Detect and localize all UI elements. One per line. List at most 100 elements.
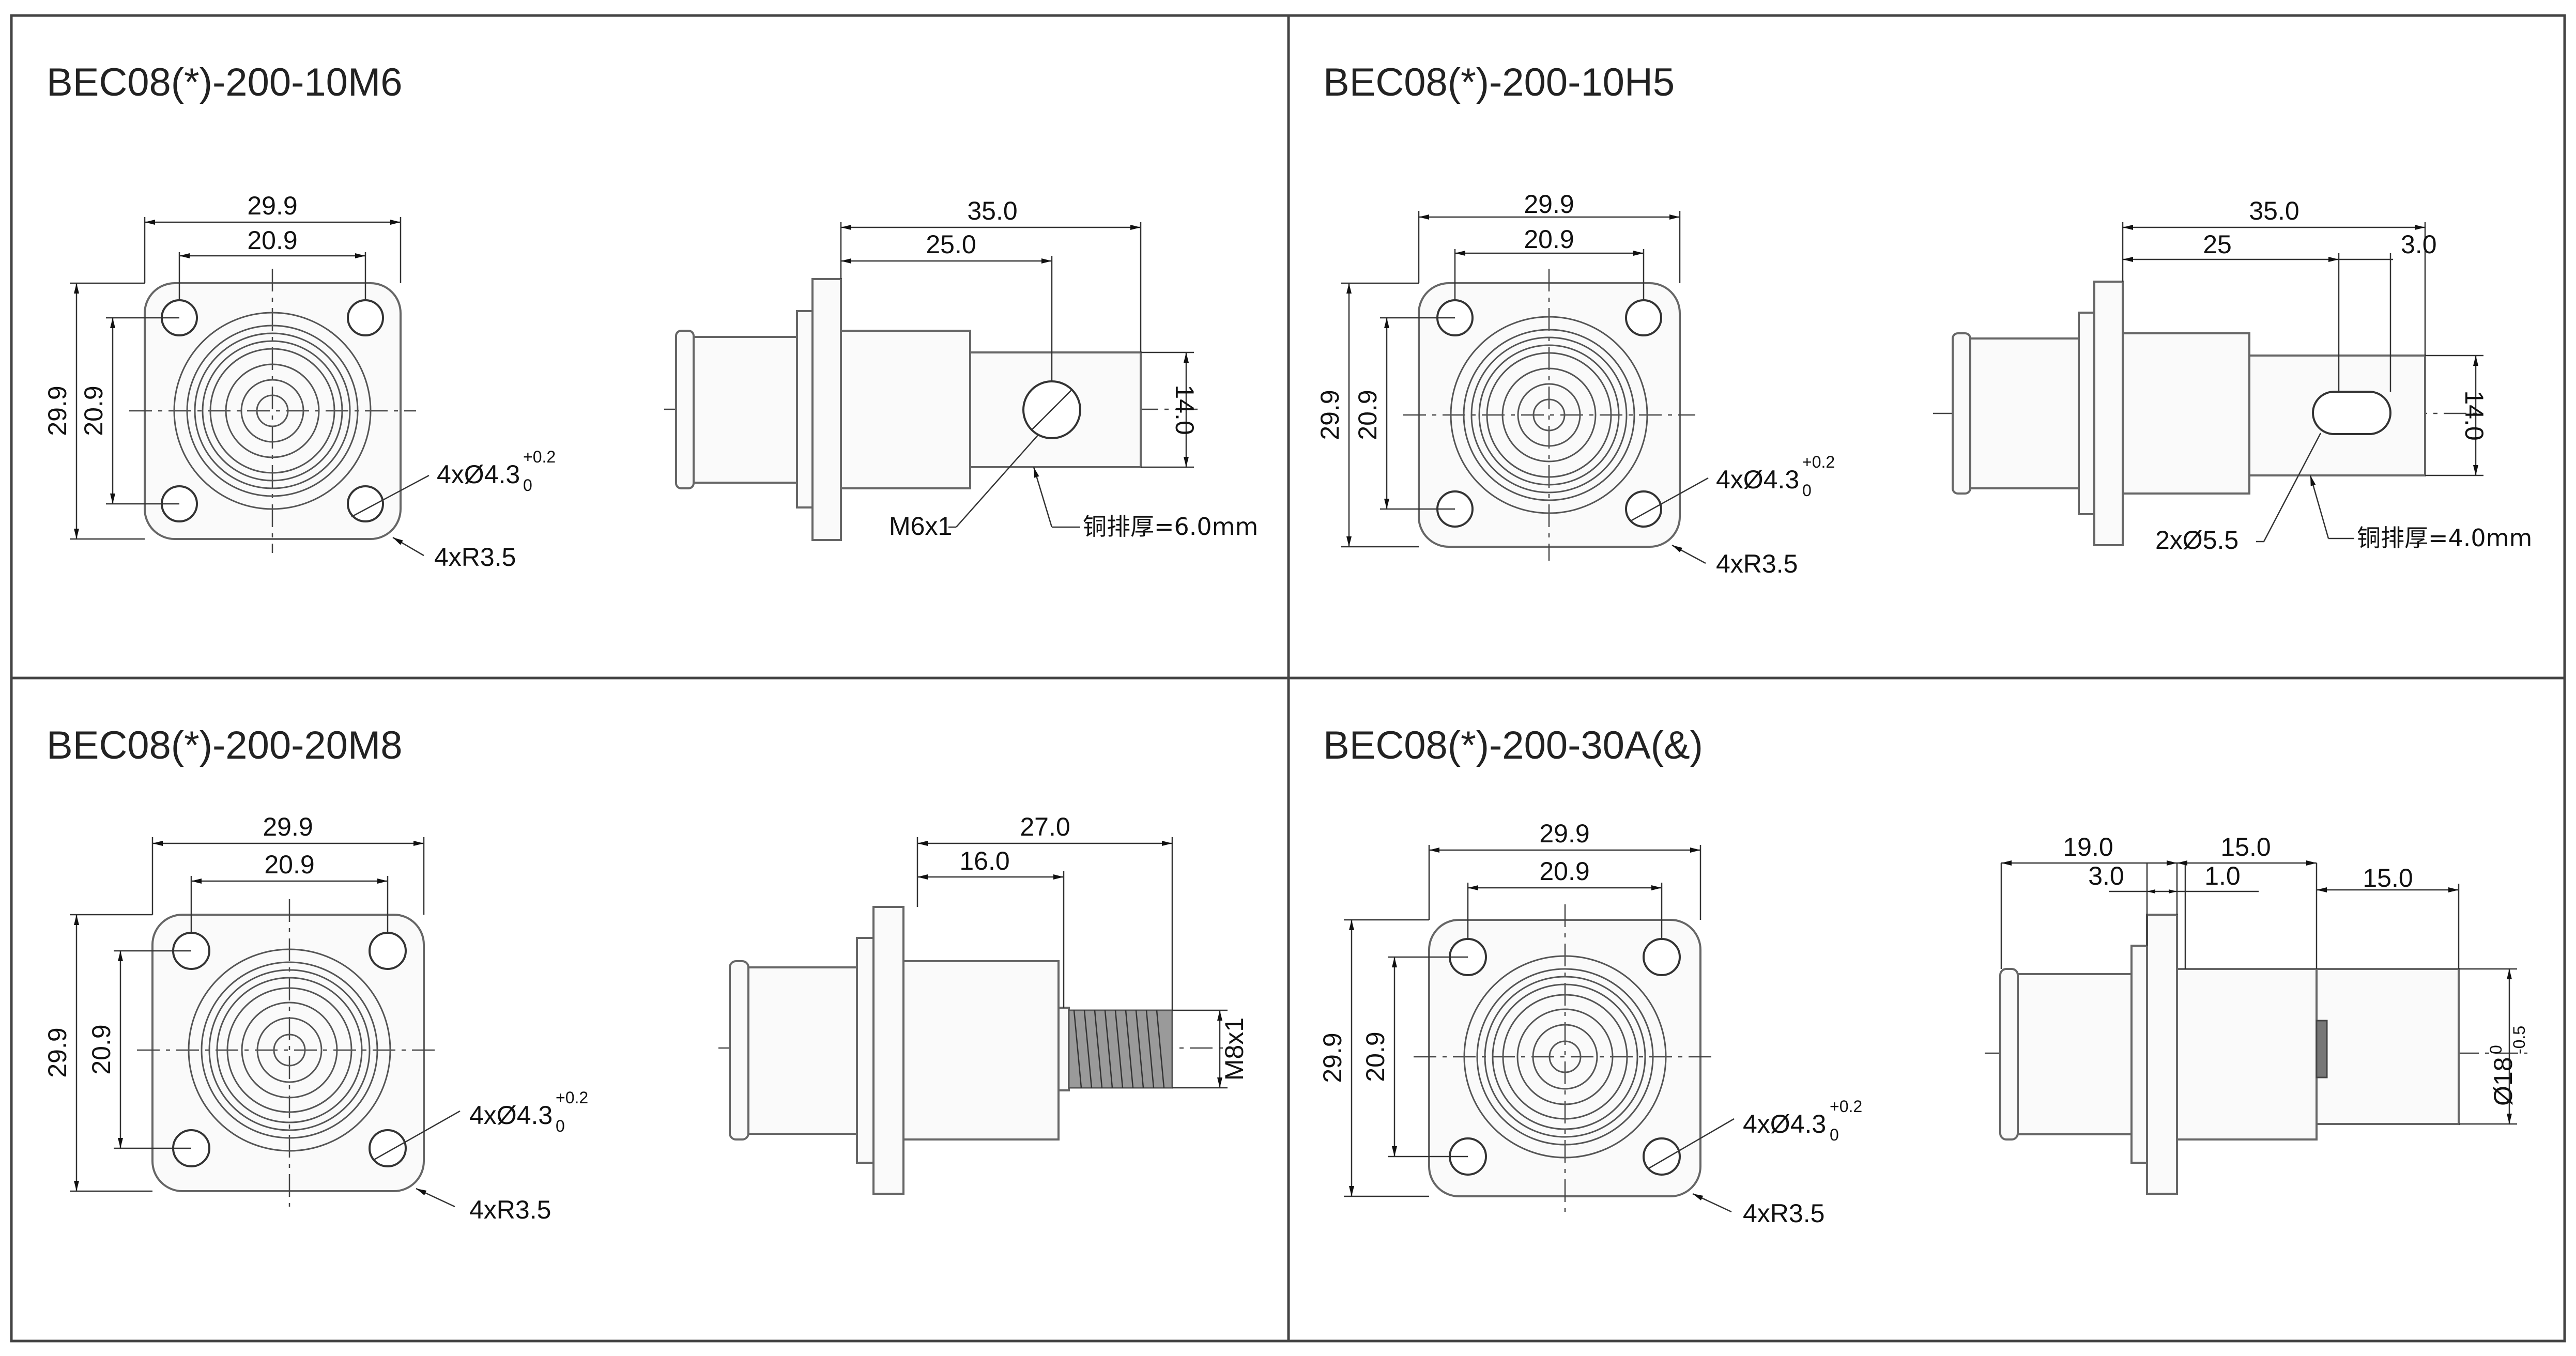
hole-tol-upper: +0.2	[556, 1088, 588, 1107]
threaded-stud	[1068, 1009, 1173, 1089]
diameter-tol-upper: 0	[2487, 1045, 2505, 1054]
dim-pin-length: 15.0	[2363, 864, 2413, 892]
dim-outer-height: 29.9	[43, 386, 72, 436]
thread-callout: M6x1	[889, 512, 952, 541]
dim-outer-width: 29.9	[247, 191, 297, 220]
hole-tol-upper: +0.2	[1830, 1097, 1862, 1116]
panel-title: BEC08(*)-200-10H5	[1323, 60, 1675, 104]
dim-total-length: 35.0	[2249, 196, 2299, 225]
dim-outer-width: 29.9	[1539, 819, 1589, 848]
flange	[872, 906, 904, 1195]
hole-callout: 4xØ4.3	[437, 460, 520, 489]
hole-tol-lower: 0	[556, 1117, 565, 1135]
dim-inner-height: 20.9	[79, 386, 108, 436]
panel-title: BEC08(*)-200-10M6	[47, 60, 403, 104]
dim-slot-position: 25	[2203, 230, 2232, 259]
mounting-hole	[1643, 1137, 1681, 1176]
hole-tol-lower: 0	[523, 476, 532, 495]
dim-tab-height: 14.0	[1170, 384, 1199, 435]
dim-slot-offset: 3.0	[2401, 230, 2437, 259]
thread-callout: M8x1	[1220, 1018, 1249, 1081]
mounting-hole	[1625, 490, 1662, 528]
panel-30a: BEC08(*)-200-30A(&) 29.9	[1318, 723, 2528, 1228]
panel-title: BEC08(*)-200-20M8	[47, 723, 403, 767]
mounting-hole	[1643, 938, 1681, 976]
socket-body	[1969, 337, 2080, 489]
mating-lip	[729, 960, 749, 1141]
socket-body	[2017, 973, 2133, 1135]
barrel	[902, 960, 1060, 1141]
connector-rings	[1450, 316, 1648, 514]
mounting-hole	[369, 1129, 407, 1167]
side-view: 27.0 16.0 M8x1	[718, 812, 1249, 1195]
panel-20m8: BEC08(*)-200-20M8 29.9	[43, 723, 1249, 1224]
dim-inner-height: 20.9	[87, 1024, 116, 1074]
barrel	[2122, 332, 2250, 495]
diameter-tol-lower: -0.5	[2510, 1026, 2528, 1054]
dim-inner-width: 20.9	[247, 226, 297, 255]
dim-barrel-length: 15.0	[2220, 833, 2271, 861]
flange	[2146, 914, 2178, 1195]
hole-callout: 4xØ4.3	[1743, 1110, 1826, 1138]
mating-lip	[675, 330, 695, 489]
hole-tol-lower: 0	[1802, 481, 1812, 500]
hole-tol-upper: +0.2	[1802, 453, 1835, 471]
side-view: 19.0 3.0 15.0 1.0 15.0 Ø18 0 -0.5	[1985, 833, 2528, 1195]
hole-callout: 4xØ4.3	[469, 1101, 553, 1130]
dim-inner-width: 20.9	[264, 850, 314, 879]
dim-hole-position: 25.0	[926, 230, 976, 259]
mounting-hole	[347, 299, 384, 336]
groove	[2316, 1020, 2328, 1078]
slot-hole	[2312, 391, 2391, 435]
hole-callout: 4xØ4.3	[1716, 465, 1799, 494]
dim-outer-width: 29.9	[263, 812, 313, 841]
front-view: 29.9 20.9 29.9 20.9 4xØ4.3 +0.2 0 4xR3.5	[43, 191, 556, 572]
hole-tol-lower: 0	[1830, 1126, 1839, 1144]
flange	[811, 278, 842, 541]
panel-10h5: BEC08(*)-200-10H5 29.9	[1315, 60, 2532, 578]
mounting-hole	[369, 932, 407, 970]
dim-tab-height: 14.0	[2460, 390, 2489, 440]
dim-flange-position: 19.0	[2063, 833, 2113, 861]
connector-rings	[1463, 955, 1667, 1159]
barrel	[2176, 968, 2318, 1141]
connector-rings	[173, 312, 372, 510]
panel-10m6: BEC08(*)-200-10M6 29	[43, 60, 1258, 572]
dim-total-length: 35.0	[967, 196, 1017, 225]
diameter-callout: Ø18	[2489, 1057, 2518, 1106]
mounting-hole	[1625, 299, 1662, 336]
busbar-note: 铜排厚=4.0mm	[2357, 524, 2532, 552]
stud-neck	[1057, 1007, 1070, 1091]
dim-stud-position: 16.0	[959, 846, 1009, 875]
radius-callout: 4xR3.5	[1743, 1199, 1824, 1228]
radius-callout: 4xR3.5	[1716, 549, 1798, 578]
socket-body	[693, 336, 798, 484]
radius-callout: 4xR3.5	[469, 1195, 551, 1224]
flange-edge	[2130, 945, 2148, 1164]
busbar-note: 铜排厚=6.0mm	[1083, 513, 1258, 541]
flange-edge	[856, 937, 875, 1164]
side-view: 35.0 25.0 14.0 M6x1 铜排厚=6.0mm	[664, 196, 1258, 541]
dim-inner-height: 20.9	[1361, 1031, 1390, 1082]
mating-lip	[1999, 968, 2019, 1141]
dim-outer-height: 29.9	[1318, 1033, 1347, 1083]
flange	[2093, 281, 2124, 546]
front-view: 29.9 20.9 29.9 20.9 4xØ4.3 +0.2 0 4xR3.5	[1318, 819, 1862, 1228]
socket-body	[747, 966, 858, 1135]
hole-tol-upper: +0.2	[523, 448, 556, 466]
dim-outer-height: 29.9	[43, 1027, 72, 1077]
flange-outline	[151, 914, 425, 1192]
dim-step: 1.0	[2204, 861, 2241, 890]
dim-inner-height: 20.9	[1353, 390, 1382, 440]
dim-outer-width: 29.9	[1524, 190, 1574, 219]
dim-total-length: 27.0	[1020, 812, 1070, 841]
slot-callout: 2xØ5.5	[2155, 526, 2238, 554]
front-view: 29.9 20.9 29.9 20.9 4xØ4.3 +0.2 0 4xR3.5	[1315, 190, 1835, 578]
panel-title: BEC08(*)-200-30A(&)	[1323, 723, 1703, 767]
mating-lip	[1952, 332, 1971, 495]
dim-inner-width: 20.9	[1539, 857, 1589, 886]
front-view: 29.9 20.9 29.9 20.9 4xØ4.3 +0.2 0 4xR3.5	[43, 812, 588, 1224]
dim-inner-width: 20.9	[1524, 225, 1574, 254]
side-view: 35.0 25 3.0 14.0 2xØ5.5 铜排厚=4.0mm	[1933, 196, 2532, 554]
